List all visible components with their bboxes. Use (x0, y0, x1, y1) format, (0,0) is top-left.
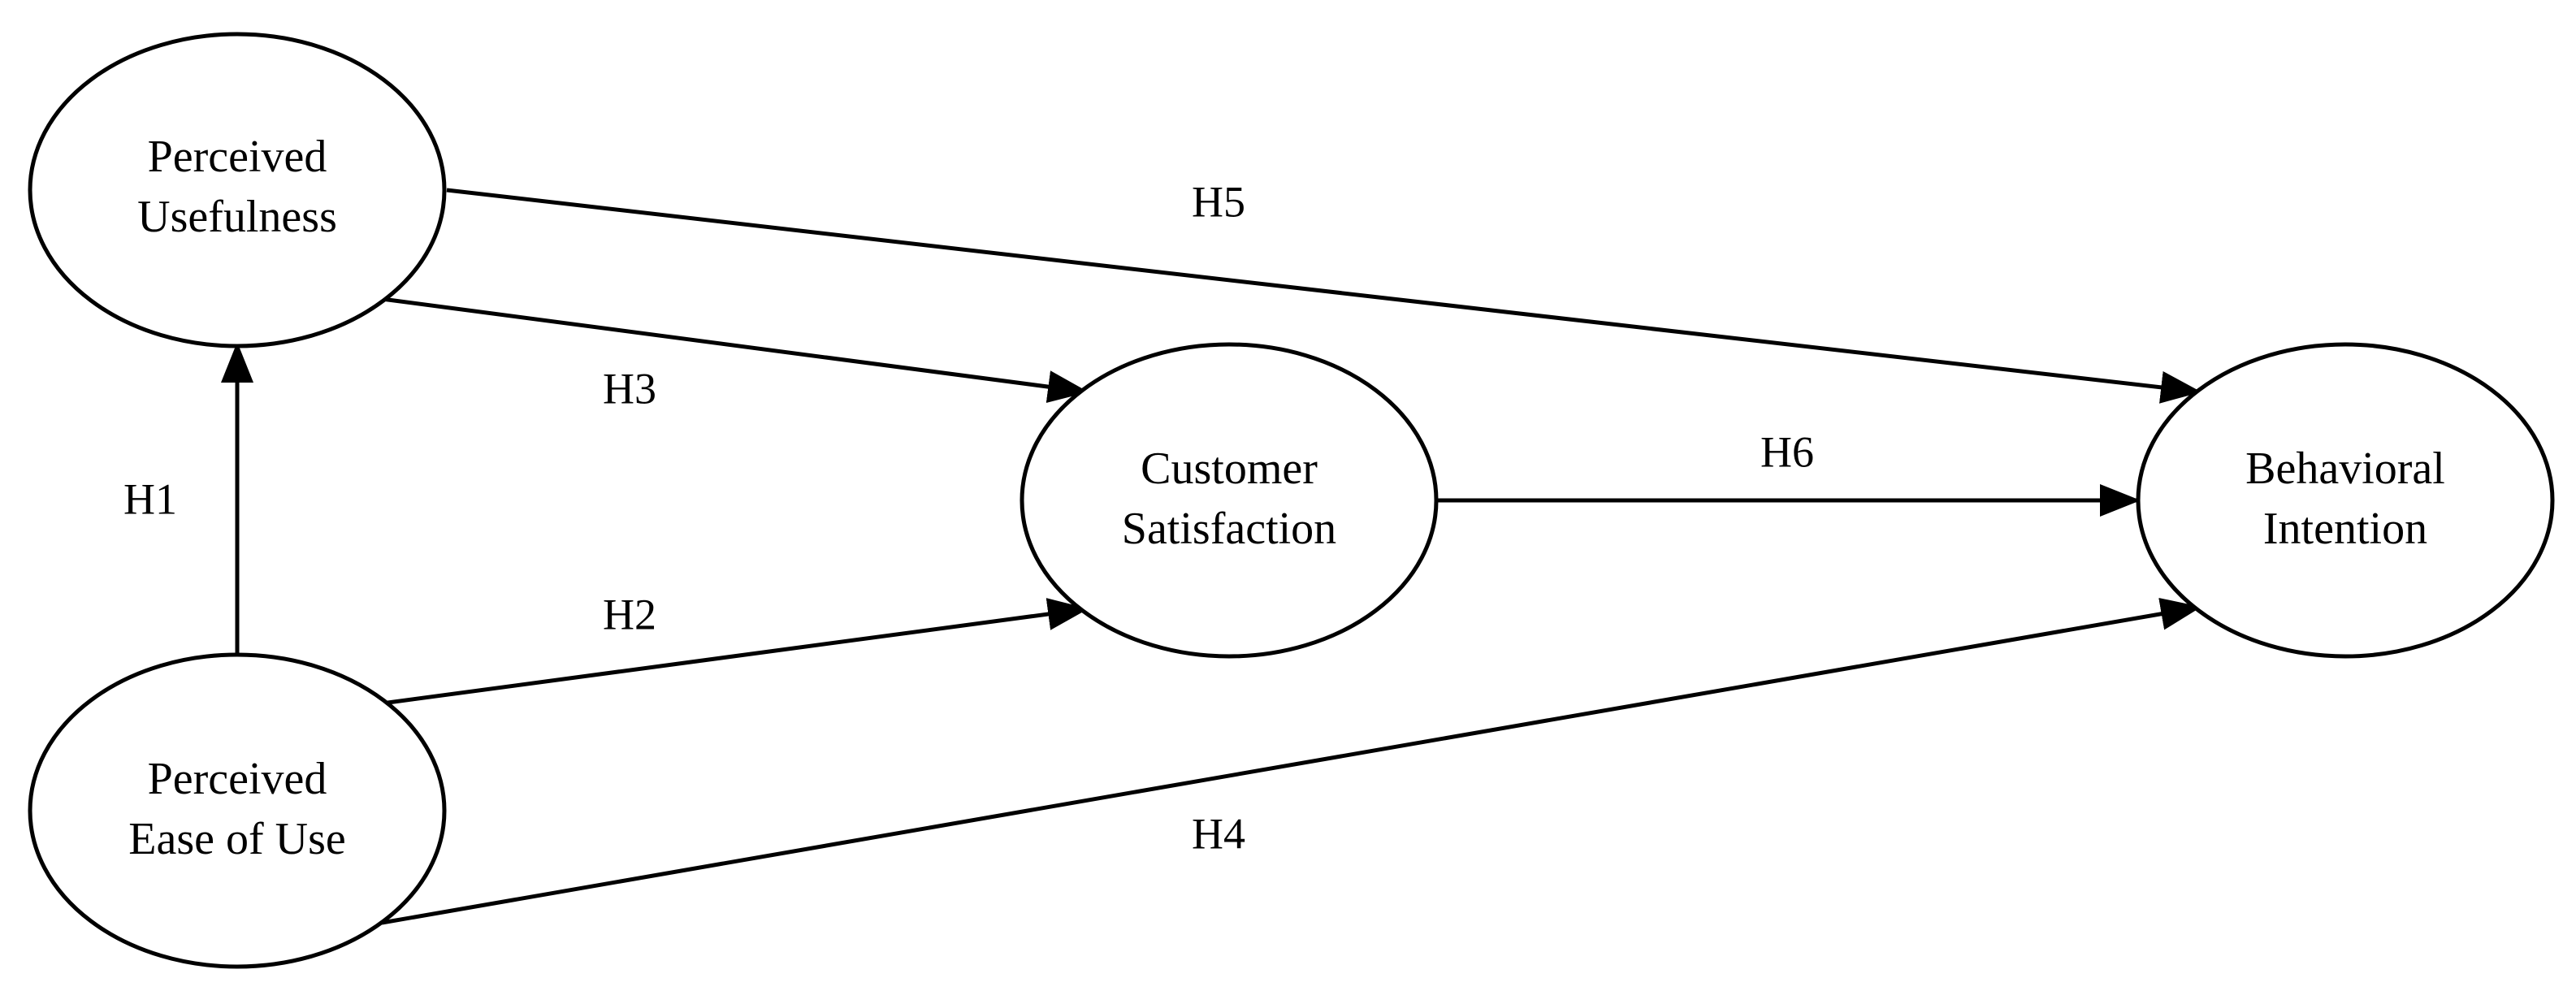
node-customer-satisfaction-line2: Satisfaction (1122, 504, 1336, 554)
node-perceived-usefulness-line1: Perceived (148, 132, 327, 182)
edge-h4 (381, 597, 2202, 925)
node-perceived-ease-of-use-line2: Ease of Use (128, 814, 345, 864)
edge-h3 (381, 296, 1089, 403)
edge-label-h5: H5 (1192, 177, 1245, 226)
node-perceived-ease-of-use-line1: Perceived (148, 754, 327, 804)
edge-label-h1: H1 (123, 474, 177, 523)
edge-h2 (381, 598, 1089, 706)
node-behavioral-intention-line1: Behavioral (2245, 444, 2445, 494)
edge-label-h4: H4 (1192, 809, 1245, 858)
node-perceived-usefulness-line2: Usefulness (137, 192, 337, 242)
edge-label-h3: H3 (603, 364, 656, 413)
node-behavioral-intention-line2: Intention (2263, 504, 2427, 554)
node-perceived-usefulness: Perceived Usefulness (28, 32, 447, 348)
edge-label-h6: H6 (1760, 427, 1814, 476)
edge-label-h2: H2 (603, 590, 656, 638)
node-perceived-ease-of-use: Perceived Ease of Use (28, 652, 447, 969)
node-customer-satisfaction-line1: Customer (1141, 444, 1318, 494)
edge-h5 (446, 188, 2202, 404)
node-behavioral-intention: Behavioral Intention (2136, 342, 2555, 659)
node-customer-satisfaction: Customer Satisfaction (1020, 342, 1439, 659)
